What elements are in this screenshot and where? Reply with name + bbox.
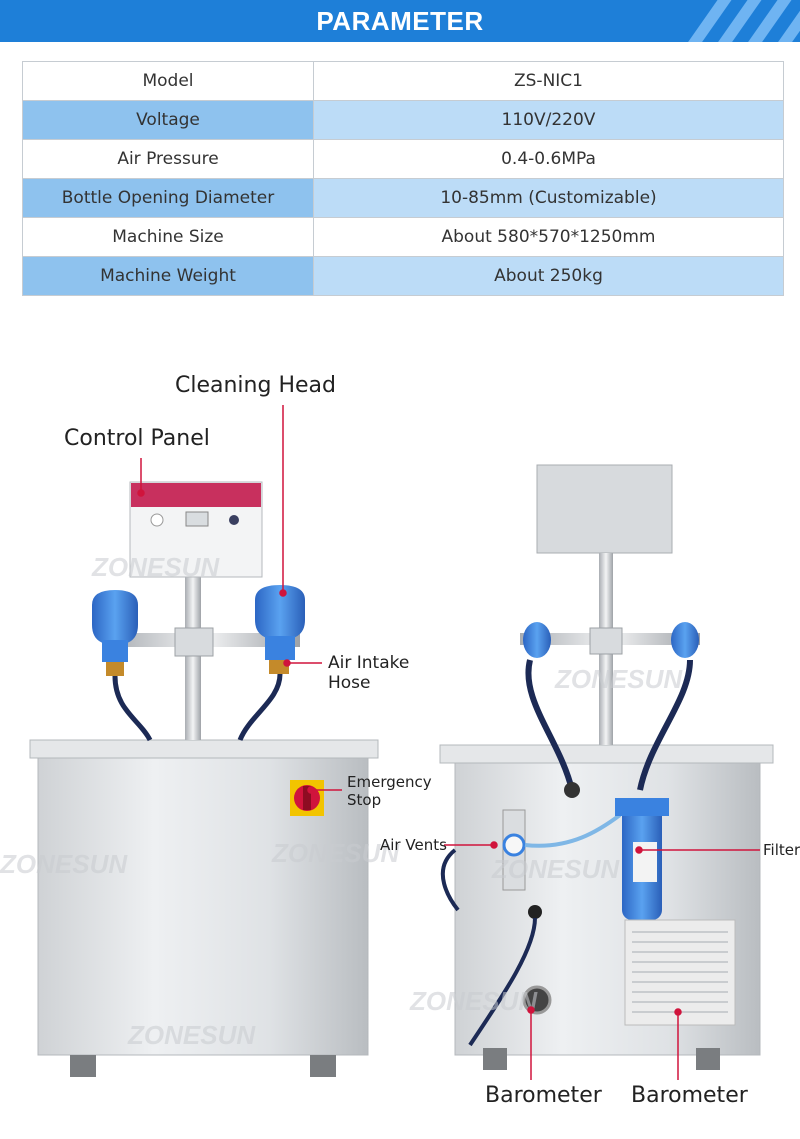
parameter-header: PARAMETER <box>0 0 800 42</box>
table-row: Machine Size About 580*570*1250mm <box>22 217 784 257</box>
watermark: ZONESUN <box>271 838 400 868</box>
param-value: 0.4-0.6MPa <box>313 139 784 179</box>
label-air-intake-hose: Air Intake Hose <box>328 653 410 693</box>
watermark: ZONESUN <box>127 1020 256 1050</box>
table-row: Air Pressure 0.4-0.6MPa <box>22 139 784 179</box>
param-value: 110V/220V <box>313 100 784 140</box>
label-barometer-right: Barometer <box>631 1083 748 1108</box>
label-cleaning-head: Cleaning Head <box>175 373 336 398</box>
label-control-panel: Control Panel <box>64 426 210 451</box>
watermark: ZONESUN <box>491 854 620 884</box>
left-machine <box>29 481 379 1077</box>
watermark: ZONESUN <box>91 552 220 582</box>
control-panel-header <box>131 483 261 507</box>
table-row: Machine Weight About 250kg <box>22 256 784 296</box>
param-key: Bottle Opening Diameter <box>22 178 314 218</box>
watermark: ZONESUN <box>409 986 538 1016</box>
label-air-vents: Air Vents <box>380 836 447 854</box>
table-row: Bottle Opening Diameter 10-85mm (Customi… <box>22 178 784 218</box>
label-filter: Filter <box>763 841 800 859</box>
param-key: Machine Size <box>22 217 314 257</box>
watermark: ZONESUN <box>0 849 128 879</box>
parameter-table: Model ZS-NIC1 Voltage 110V/220V Air Pres… <box>22 61 784 296</box>
param-value: About 250kg <box>313 256 784 296</box>
param-value: About 580*570*1250mm <box>313 217 784 257</box>
param-key: Machine Weight <box>22 256 314 296</box>
table-row: Voltage 110V/220V <box>22 100 784 140</box>
param-key: Air Pressure <box>22 139 314 179</box>
param-value: 10-85mm (Customizable) <box>313 178 784 218</box>
param-value: ZS-NIC1 <box>313 61 784 101</box>
label-barometer-left: Barometer <box>485 1083 602 1108</box>
right-machine <box>439 464 774 1070</box>
callout-lines <box>137 405 760 1080</box>
header-title: PARAMETER <box>316 6 484 36</box>
machine-illustration: ZONESUN ZONESUN ZONESUN ZONESUN ZONESUN … <box>0 405 774 1080</box>
param-key: Voltage <box>22 100 314 140</box>
label-emergency-stop: Emergency Stop <box>347 773 432 809</box>
table-row: Model ZS-NIC1 <box>22 61 784 101</box>
watermark: ZONESUN <box>554 664 683 694</box>
param-key: Model <box>22 61 314 101</box>
